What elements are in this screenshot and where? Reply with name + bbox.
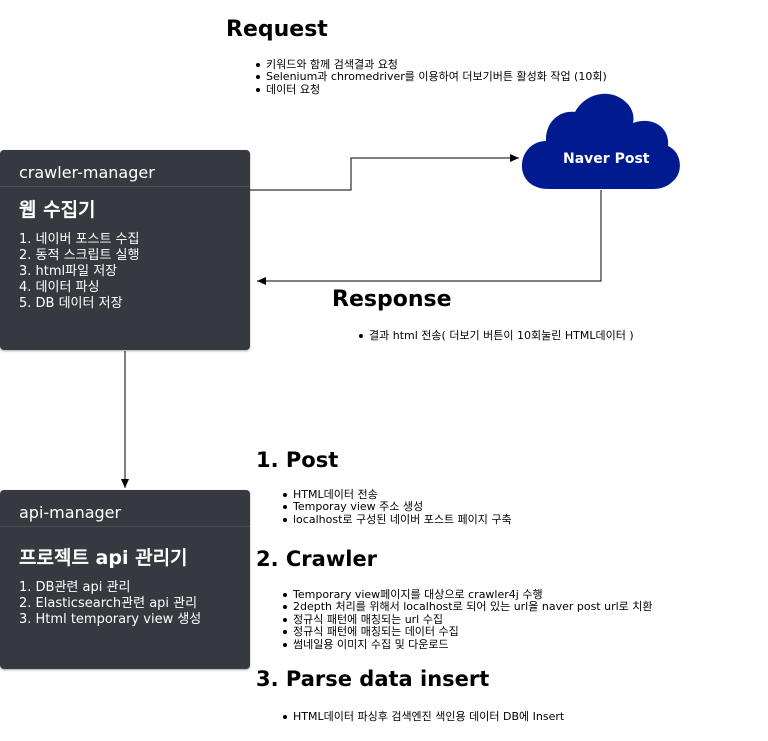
section-heading-crawler: 2. Crawler xyxy=(256,547,378,571)
panel-title: crawler-manager xyxy=(0,150,250,187)
list-item: 키워드와 함께 검색결과 요청 xyxy=(256,58,607,71)
section-list-crawler: Temporary view페이지를 대상으로 crawler4j 수행 2de… xyxy=(283,588,653,651)
cloud-label: Naver Post xyxy=(563,151,650,167)
api-manager-panel: api-manager 프로젝트 api 관리기 1. DB관련 api 관리 … xyxy=(0,490,250,669)
list-item: Temporary view페이지를 대상으로 crawler4j 수행 xyxy=(283,588,653,601)
list-item: 2. Elasticsearch관련 api 관리 xyxy=(19,596,198,611)
list-item: 정규식 패턴에 매칭되는 데이터 수집 xyxy=(283,625,653,638)
list-item: 3. Html temporary view 생성 xyxy=(19,612,202,627)
request-heading: Request xyxy=(226,17,328,42)
crawler-manager-panel: crawler-manager 웹 수집기 1. 네이버 포스트 수집 2. 동… xyxy=(0,150,250,350)
response-list: 결과 html 전송( 더보기 버튼이 10회눌린 HTML데이터 ) xyxy=(359,329,634,342)
panel-subtitle: 웹 수집기 xyxy=(19,199,96,221)
section-list-post: HTML데이터 전송 Temporay view 주소 생성 localhost… xyxy=(283,488,512,526)
section-heading-post: 1. Post xyxy=(256,448,339,472)
list-item: 썸네일용 이미지 수집 및 다운로드 xyxy=(283,638,653,651)
list-item: 1. DB관련 api 관리 xyxy=(19,580,131,595)
panel-title: api-manager xyxy=(0,490,250,527)
panel-list: 1. 네이버 포스트 수집 2. 동적 스크립트 실행 3. html파일 저장… xyxy=(0,232,250,312)
list-item: 1. 네이버 포스트 수집 xyxy=(19,232,140,247)
response-connector xyxy=(257,190,602,285)
response-heading: Response xyxy=(332,287,452,312)
panel-subtitle: 프로젝트 api 관리기 xyxy=(19,547,188,569)
list-item: 2. 동적 스크립트 실행 xyxy=(19,248,140,263)
panel-list: 1. DB관련 api 관리 2. Elasticsearch관련 api 관리… xyxy=(0,580,250,628)
list-item: localhost로 구성된 네이버 포스트 페이지 구축 xyxy=(283,513,512,526)
list-item: HTML데이터 전송 xyxy=(283,488,512,501)
request-list: 키워드와 함께 검색결과 요청 Selenium과 chromedriver를 … xyxy=(256,58,607,96)
request-connector xyxy=(250,154,519,191)
list-item: 데이터 요청 xyxy=(256,83,607,96)
list-item: 결과 html 전송( 더보기 버튼이 10회눌린 HTML데이터 ) xyxy=(359,329,634,342)
list-item: Temporay view 주소 생성 xyxy=(283,500,512,513)
list-item: 2depth 처리를 위해서 localhost로 되어 있는 url을 nav… xyxy=(283,600,653,613)
list-item: 3. html파일 저장 xyxy=(19,264,118,279)
naver-post-cloud xyxy=(521,93,680,189)
list-item: 정규식 패턴에 매칭되는 url 수집 xyxy=(283,613,653,626)
section-list-parse: HTML데이터 파싱후 검색엔진 색인용 데이터 DB에 Insert xyxy=(283,710,564,723)
list-item: 5. DB 데이터 저장 xyxy=(19,296,123,311)
list-item: HTML데이터 파싱후 검색엔진 색인용 데이터 DB에 Insert xyxy=(283,710,564,723)
list-item: Selenium과 chromedriver를 이용하여 더보기버튼 활성화 작… xyxy=(256,70,607,83)
list-item: 4. 데이터 파싱 xyxy=(19,280,100,295)
section-heading-parse: 3. Parse data insert xyxy=(256,667,490,691)
